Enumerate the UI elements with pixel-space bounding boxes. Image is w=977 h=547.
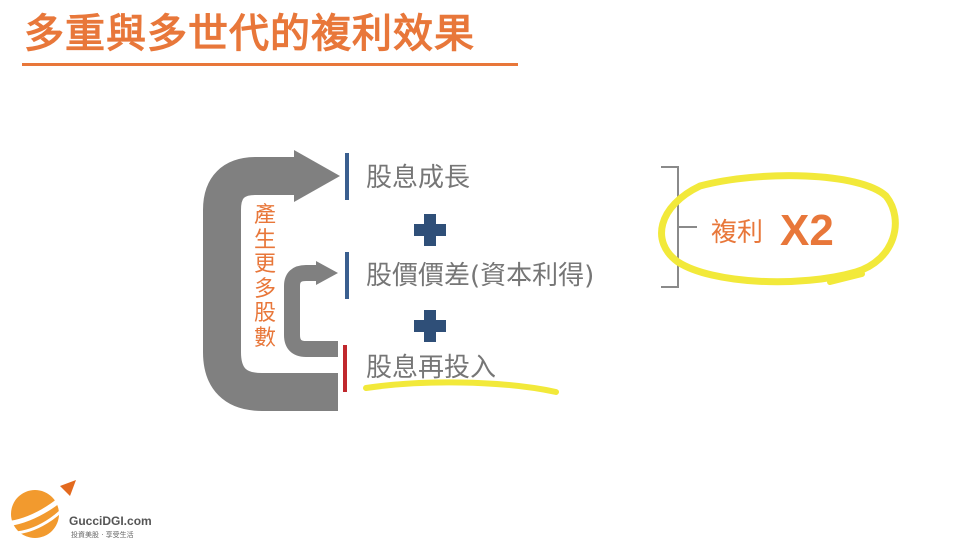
logo-name: GucciDGI.com bbox=[69, 514, 152, 528]
outer-loop-arrow bbox=[203, 157, 338, 411]
logo-icon bbox=[4, 480, 76, 538]
item-label: 股息成長 bbox=[366, 163, 471, 193]
plus-icon bbox=[414, 214, 446, 246]
outer-loop-arrowhead bbox=[294, 150, 340, 202]
inner-loop-arrowhead bbox=[316, 261, 338, 285]
brace-bracket bbox=[661, 166, 697, 288]
bar-item-3 bbox=[343, 345, 347, 392]
item-label: 股價價差(資本利得) bbox=[366, 261, 595, 291]
plus-icon bbox=[414, 310, 446, 342]
inner-loop-arrow bbox=[284, 265, 338, 357]
title-underline bbox=[22, 63, 518, 66]
result-label: 複利 bbox=[711, 218, 764, 248]
highlight-underline bbox=[363, 379, 559, 395]
highlight-circle bbox=[658, 172, 899, 286]
bar-item-2 bbox=[345, 252, 349, 299]
result-multiplier: X2 bbox=[780, 206, 834, 255]
bar-item-1 bbox=[345, 153, 349, 200]
page-title: 多重與多世代的複利效果 bbox=[24, 11, 475, 57]
highlight-circle-tail bbox=[827, 271, 865, 285]
logo-tagline: 投資美股 · 享受生活 bbox=[71, 531, 134, 539]
loop-label: 產生更多股數 bbox=[253, 203, 276, 351]
item-label: 股息再投入 bbox=[366, 353, 497, 383]
